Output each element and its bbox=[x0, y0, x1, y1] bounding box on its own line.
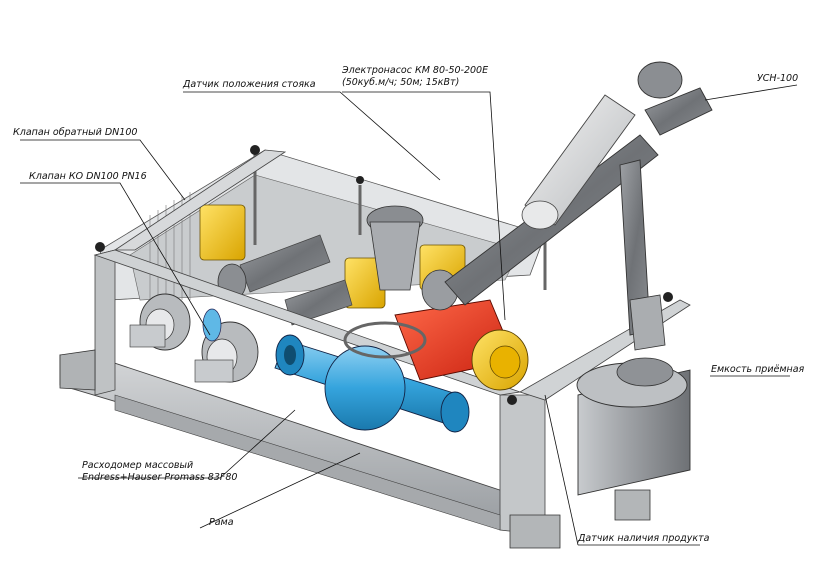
label-ko-valve: Клапан КО DN100 PN16 bbox=[29, 171, 147, 182]
label-check-valve: Клапан обратный DN100 bbox=[13, 127, 138, 138]
label-stand-position-sensor: Датчик положения стояка bbox=[183, 79, 316, 90]
label-electric-pump: Электронасос КМ 80-50-200Е (50куб.м/ч; 5… bbox=[342, 65, 489, 88]
receiving-tank bbox=[576, 294, 691, 496]
label-receiving-tank: Емкость приёмная bbox=[711, 364, 805, 375]
electric-pump bbox=[343, 205, 529, 391]
label-product-presence-sensor: Датчик наличия продукта bbox=[578, 533, 710, 544]
label-mass-flowmeter: Расходомер массовый Endress+Hauser Proma… bbox=[82, 460, 238, 483]
label-usn: УСН-100 bbox=[757, 73, 799, 84]
usn-loading-arm bbox=[444, 61, 713, 336]
mass-flowmeter bbox=[274, 334, 470, 433]
leader-lines bbox=[20, 84, 798, 546]
valve-ko-dn100 bbox=[129, 293, 259, 383]
label-frame: Рама bbox=[209, 517, 234, 528]
back-pipes bbox=[217, 234, 353, 326]
